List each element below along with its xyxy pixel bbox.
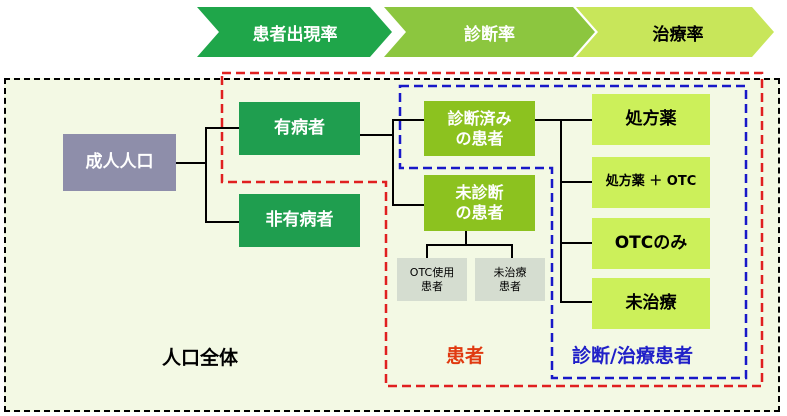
diagnosed-treated-region-border: [398, 84, 748, 380]
stage-chevrons: [197, 7, 774, 57]
node-otc-use-patients: OTC使用 患者: [397, 258, 467, 301]
node-adult-population: 成人人口: [63, 134, 176, 191]
label-diagnosed-treated-patients: 診断/治療患者: [572, 345, 693, 367]
stage-label-occurrence-rate: 患者出現率: [252, 24, 338, 45]
node-undiagnosed-patients: 未診断 の患者: [424, 175, 535, 231]
node-diseased: 有病者: [239, 102, 360, 155]
node-untreated-patients-small: 未治療 患者: [475, 258, 545, 301]
node-prescription-plus-otc: 処方薬 ＋ OTC: [592, 157, 710, 208]
node-otc-only: OTCのみ: [592, 218, 710, 269]
stage-label-diagnosis-rate: 診断率: [464, 24, 515, 45]
chevron-treatment-rate: [576, 7, 774, 57]
node-prescription: 処方薬: [592, 94, 710, 145]
chevron-diagnosis-rate: [384, 7, 595, 57]
label-total-population: 人口全体: [162, 347, 239, 369]
node-non-diseased: 非有病者: [239, 194, 360, 247]
label-patients: 患者: [446, 345, 485, 367]
stage-label-treatment-rate: 治療率: [652, 24, 704, 45]
node-untreated: 未治療: [592, 278, 710, 329]
chevron-occurrence-rate: [197, 7, 392, 57]
node-diagnosed-patients: 診断済み の患者: [424, 101, 535, 156]
